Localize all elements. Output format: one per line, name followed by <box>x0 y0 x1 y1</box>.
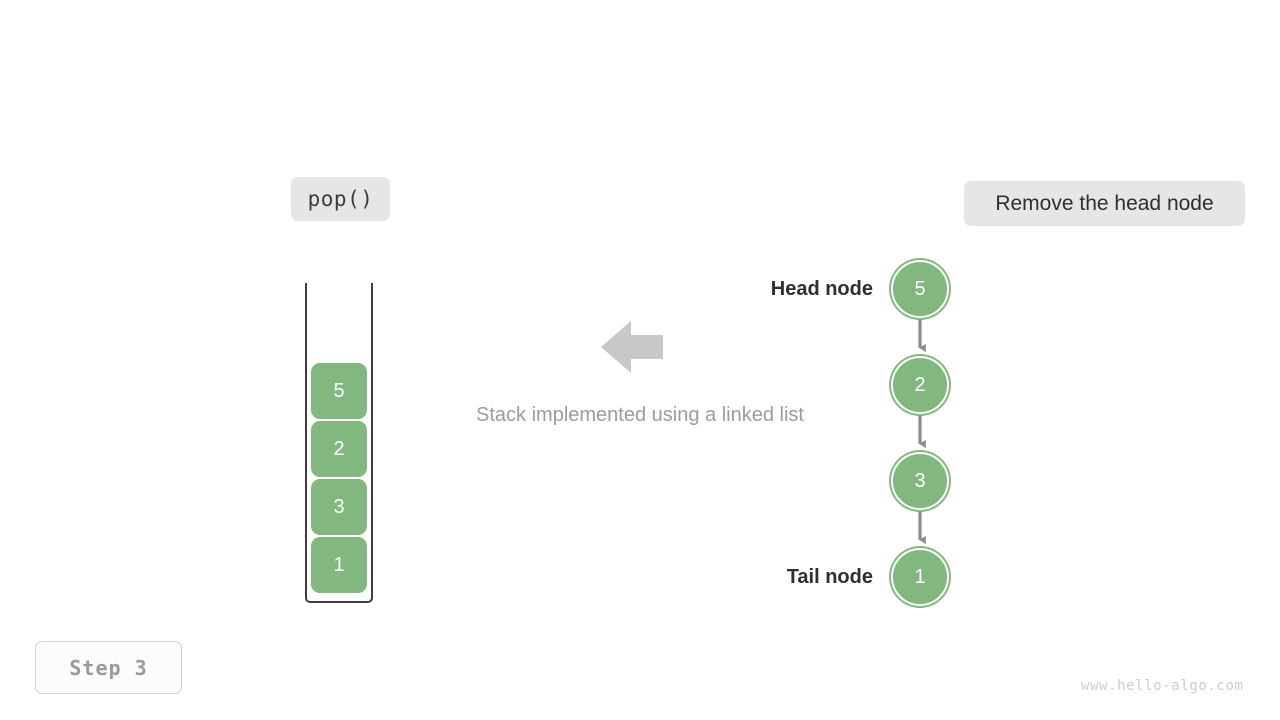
step-badge: Step 3 <box>35 641 182 694</box>
caption-text: Stack implemented using a linked list <box>476 404 804 426</box>
stack-container <box>305 283 373 603</box>
stack-block: 2 <box>311 421 367 477</box>
left-arrow-icon <box>601 321 663 373</box>
tail-node-label: Tail node <box>786 566 873 588</box>
linked-list-node-tail: 1 <box>891 548 949 606</box>
operation-chip: pop() <box>291 177 390 221</box>
linked-list-node-head: 5 <box>891 260 949 318</box>
stack-block: 5 <box>311 363 367 419</box>
stack-block-list: 5 2 3 1 <box>311 363 367 595</box>
linked-list-node: 2 <box>891 356 949 414</box>
stack-block: 1 <box>311 537 367 593</box>
watermark: www.hello-algo.com <box>1081 678 1244 694</box>
head-node-label: Head node <box>770 278 873 300</box>
stack-block: 3 <box>311 479 367 535</box>
description-chip: Remove the head node <box>964 181 1245 226</box>
linked-list-node: 3 <box>891 452 949 510</box>
